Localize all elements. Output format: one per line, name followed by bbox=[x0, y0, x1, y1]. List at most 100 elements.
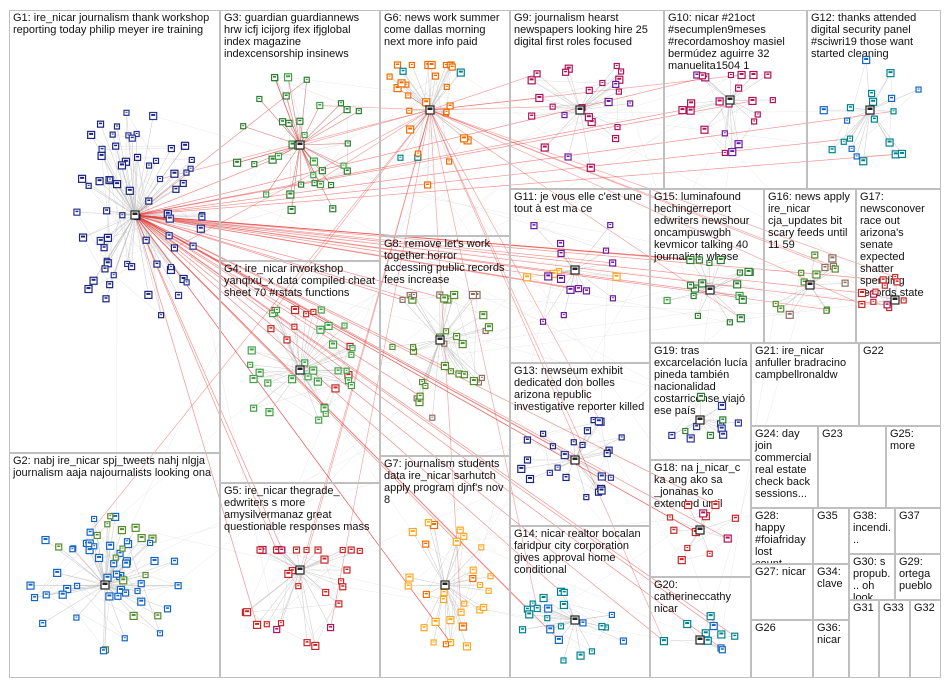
node-fill bbox=[166, 607, 170, 609]
group-label-g23: G23 bbox=[822, 428, 843, 440]
node-fill bbox=[300, 183, 303, 185]
edge bbox=[456, 541, 491, 577]
node-fill bbox=[331, 342, 336, 345]
edge bbox=[578, 262, 613, 289]
edge bbox=[831, 107, 851, 150]
group-label-g36: G36: nicar bbox=[817, 622, 844, 646]
node-fill bbox=[529, 78, 534, 81]
group-box-g12[interactable]: G12: thanks attended digital security pa… bbox=[807, 10, 941, 189]
node-fill bbox=[861, 159, 866, 162]
group-box-g15[interactable]: G15: luminafound hechingerreport edwrite… bbox=[650, 189, 764, 343]
edge bbox=[134, 214, 714, 627]
node-fill bbox=[109, 515, 112, 517]
node-fill bbox=[329, 626, 333, 628]
edge bbox=[681, 553, 710, 561]
group-box-g29[interactable]: G29: ortega pueblo bbox=[895, 554, 941, 600]
group-box-g18[interactable]: G18: na j_nicar_c ka ang ako sa _jonanas… bbox=[650, 460, 751, 577]
node-fill bbox=[617, 77, 622, 80]
node-fill bbox=[152, 558, 157, 561]
edge bbox=[444, 584, 484, 608]
group-box-g37[interactable]: G37 bbox=[895, 508, 941, 554]
node-fill bbox=[41, 621, 45, 624]
group-box-g26[interactable]: G26 bbox=[751, 620, 813, 678]
node-fill bbox=[611, 297, 614, 299]
group-box-g32[interactable]: G32 bbox=[910, 600, 941, 678]
group-box-g6[interactable]: G6: news work summer come dallas morning… bbox=[380, 10, 510, 236]
group-box-g4[interactable]: G4: ire_nicar irworkshop yanqixu_x data … bbox=[220, 261, 380, 483]
group-label-g19: G19: tras excarcelación lucía pineda tam… bbox=[654, 345, 748, 417]
node-fill bbox=[346, 142, 349, 144]
group-box-g14[interactable]: G14: nicar realtor bocalan faridpur city… bbox=[510, 526, 650, 678]
edge bbox=[408, 75, 436, 96]
edge bbox=[709, 289, 742, 319]
group-box-g20[interactable]: G20: catherineccathy nicar bbox=[650, 577, 751, 678]
node-fill bbox=[155, 262, 159, 265]
edge bbox=[543, 597, 612, 616]
edge bbox=[291, 309, 296, 380]
group-box-g16[interactable]: G16: news apply ire_nicar cja_updates bi… bbox=[764, 189, 856, 343]
edge bbox=[809, 254, 816, 286]
group-box-g19[interactable]: G19: tras excarcelación lucía pineda tam… bbox=[650, 343, 751, 460]
node-fill bbox=[315, 379, 320, 382]
edge bbox=[315, 586, 344, 647]
edge bbox=[667, 295, 694, 301]
group-box-g33[interactable]: G33 bbox=[879, 600, 910, 678]
node-fill bbox=[532, 224, 536, 226]
node-fill bbox=[551, 271, 556, 274]
group-box-g28[interactable]: G28: happy #foiafriday lost count... bbox=[751, 508, 813, 564]
edge bbox=[557, 467, 599, 493]
group-box-g3[interactable]: G3: guardian guardiannews hrw icfj icijo… bbox=[220, 10, 380, 261]
node-fill bbox=[97, 555, 102, 558]
group-box-g38[interactable]: G38: incendi... bbox=[849, 508, 895, 554]
edge bbox=[419, 371, 452, 403]
group-box-g2[interactable]: G2: nabj ire_nicar spj_tweets nahj nlgja… bbox=[9, 453, 220, 678]
node-fill bbox=[688, 258, 693, 260]
group-box-g34[interactable]: G34: clave bbox=[813, 564, 849, 620]
edge bbox=[529, 614, 576, 621]
edge bbox=[104, 179, 111, 269]
edge bbox=[280, 569, 301, 624]
node-fill bbox=[125, 111, 128, 113]
node-fill bbox=[93, 545, 96, 547]
edge bbox=[729, 99, 733, 153]
group-box-g31[interactable]: G31 bbox=[849, 600, 879, 678]
group-box-g7[interactable]: G7: journalism students data ire_nicar s… bbox=[380, 456, 510, 678]
group-box-g17[interactable]: G17: newsconover race out arizona's sena… bbox=[856, 189, 941, 343]
group-box-g21[interactable]: G21: ire_nicar anfuller bradracino campb… bbox=[751, 343, 859, 426]
group-box-g22[interactable]: G22 bbox=[859, 343, 941, 426]
node-fill bbox=[318, 327, 323, 330]
node-fill bbox=[322, 406, 327, 409]
edge bbox=[259, 369, 301, 374]
edge bbox=[861, 292, 896, 301]
group-box-g8[interactable]: G8: remove let's work together horror ac… bbox=[380, 236, 510, 456]
group-box-g27[interactable]: G27: nicar bbox=[751, 564, 813, 620]
group-box-g24[interactable]: G24: day join commercial real estate che… bbox=[751, 426, 818, 508]
edge bbox=[292, 570, 339, 605]
edge bbox=[428, 522, 446, 586]
edge bbox=[544, 109, 581, 148]
group-box-g30[interactable]: G30: s propub... oh look... bbox=[849, 554, 895, 600]
group-box-g25[interactable]: G25: more bbox=[886, 426, 941, 508]
edge bbox=[134, 214, 413, 300]
edge bbox=[429, 109, 465, 139]
edge bbox=[563, 592, 576, 621]
group-box-g11[interactable]: G11: je vous elle c'est une tout à est m… bbox=[510, 189, 650, 363]
edge bbox=[34, 543, 129, 598]
edge bbox=[90, 134, 136, 216]
group-box-g9[interactable]: G9: journalism hearst newspapers looking… bbox=[510, 10, 664, 189]
group-box-g5[interactable]: G5: ire_nicar thegrade_ edwriters s more… bbox=[220, 483, 380, 678]
group-box-g13[interactable]: G13: newseum exhibit dedicated don bolle… bbox=[510, 363, 650, 526]
edge bbox=[72, 549, 106, 586]
edge bbox=[137, 157, 192, 161]
group-box-g1[interactable]: G1: ire_nicar journalism thank workshop … bbox=[9, 10, 220, 453]
node-fill bbox=[339, 102, 342, 104]
node-fill bbox=[525, 607, 529, 610]
node-fill bbox=[99, 153, 104, 156]
node-fill bbox=[146, 292, 151, 295]
group-box-g10[interactable]: G10: nicar #21oct #secumplen9meses #reco… bbox=[664, 10, 807, 189]
group-box-g23[interactable]: G23 bbox=[818, 426, 886, 508]
group-box-g35[interactable]: G35 bbox=[813, 508, 849, 564]
node-fill bbox=[874, 290, 877, 292]
group-box-g36[interactable]: G36: nicar bbox=[813, 620, 849, 678]
